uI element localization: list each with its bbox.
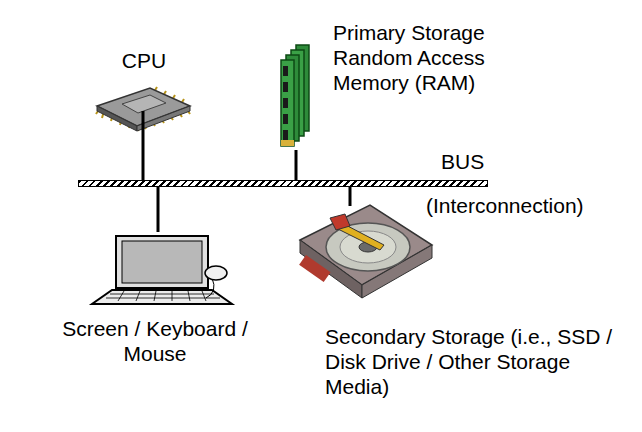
laptop	[92, 236, 232, 304]
text-column: Primary Storage Random Access Memory (RA…	[333, 20, 533, 150]
bus-sublabel: (Interconnection)	[424, 193, 586, 218]
bus-connector	[142, 111, 145, 180]
icon-space	[96, 73, 192, 111]
io-node: Screen / Keyboard / Mouse	[40, 232, 270, 366]
component-label: Screen / Keyboard / Mouse	[45, 316, 265, 366]
bus-line: BUS(Interconnection)	[78, 180, 488, 187]
bus-connector	[295, 150, 298, 180]
storage-node: Secondary Storage (i.e., SSD / Disk Driv…	[298, 206, 618, 399]
disk-drive	[299, 205, 432, 298]
icon-space	[278, 20, 333, 150]
bus-connector	[349, 187, 352, 206]
bus-label: BUS	[439, 149, 486, 174]
ram-module	[281, 45, 309, 146]
bus-connector	[157, 187, 160, 232]
icon-space	[298, 206, 618, 324]
component-label: Secondary Storage (i.e., SSD / Disk Driv…	[325, 324, 615, 399]
ram-node: Primary Storage Random Access Memory (RA…	[278, 20, 618, 150]
component-label: Primary Storage Random Access Memory (RA…	[333, 20, 533, 95]
icon-space	[40, 232, 270, 316]
component-label: CPU	[96, 48, 192, 73]
cpu-node: CPU	[96, 48, 192, 111]
